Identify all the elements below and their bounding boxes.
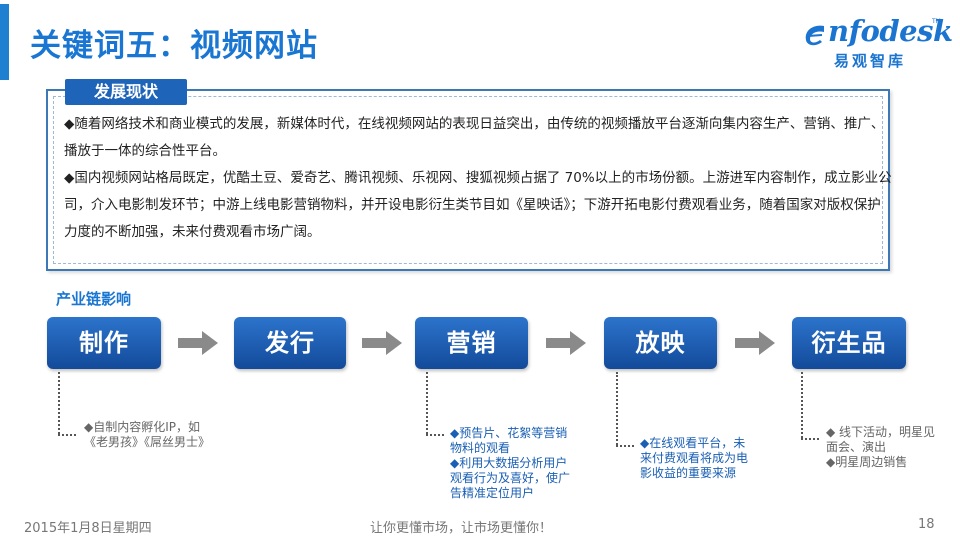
leader-line-derivatives-h (801, 438, 819, 440)
footer-slogan: 让你更懂市场，让市场更懂你！ (370, 521, 553, 536)
enfodesk-logo: nfodesk TM 易观智库 (800, 14, 953, 70)
note-derivatives-line-1: ◆ 线下活动，明星见 (826, 425, 936, 439)
leader-line-screening (616, 372, 618, 445)
leader-line-production-h (58, 434, 76, 436)
note-production: ◆自制内容孵化IP，如 《老男孩》《屌丝男士》 (84, 420, 210, 450)
arrow-right-icon (362, 331, 402, 355)
note-screening-line-1: ◆在线观看平台，未 (640, 436, 746, 450)
leader-line-marketing (426, 372, 428, 434)
arrow-right-icon (735, 331, 775, 355)
step-production: 制作 (47, 317, 161, 369)
note-production-line-2: 《老男孩》《屌丝男士》 (84, 435, 211, 449)
footer-page-number: 18 (918, 517, 935, 532)
footer-date: 2015年1月8日星期四 (24, 521, 152, 536)
note-marketing-line-4: 观看行为及喜好，使广 (450, 471, 571, 485)
leader-line-screening-h (616, 445, 634, 447)
logo-swoosh-icon (805, 25, 824, 46)
note-marketing-line-2: 物料的观看 (450, 441, 511, 455)
note-screening: ◆在线观看平台，未 来付费观看将成为电 影收益的重要来源 (640, 436, 748, 481)
note-marketing-line-5: 告精准定位用户 (450, 486, 535, 500)
leader-line-marketing-h (426, 434, 444, 436)
logo-trademark: TM (932, 18, 941, 25)
note-production-line-1: ◆自制内容孵化IP，如 (84, 420, 201, 434)
leader-line-derivatives (801, 372, 803, 438)
arrow-right-icon (178, 331, 218, 355)
note-derivatives-line-2: 面会、演出 (826, 440, 887, 454)
title-accent-bar (0, 4, 9, 80)
step-screening: 放映 (604, 317, 717, 369)
note-screening-line-2: 来付费观看将成为电 (640, 451, 749, 465)
status-panel-tag: 发展现状 (65, 79, 187, 105)
note-marketing-line-1: ◆预告片、花絮等营销 (450, 426, 568, 440)
chain-section-label: 产业链影响 (56, 290, 132, 308)
step-marketing: 营销 (415, 317, 528, 369)
status-paragraph-1: ◆随着网络技术和商业模式的发展，新媒体时代，在线视频网站的表现日益突出，由传统的… (64, 116, 885, 159)
status-panel (46, 89, 890, 271)
note-derivatives: ◆ 线下活动，明星见 面会、演出 ◆明星周边销售 (826, 425, 935, 470)
arrow-right-icon (546, 331, 586, 355)
note-screening-line-3: 影收益的重要来源 (640, 466, 737, 480)
leader-line-production (58, 372, 60, 434)
step-derivatives: 衍生品 (792, 317, 906, 369)
status-paragraph-2: ◆国内视频网站格局既定，优酷土豆、爱奇艺、腾讯视频、乐视网、搜狐视频占据了 70… (64, 170, 892, 240)
step-distribution: 发行 (234, 317, 346, 369)
logo-subtitle: 易观智库 (834, 52, 907, 70)
note-marketing: ◆预告片、花絮等营销 物料的观看 ◆利用大数据分析用户 观看行为及喜好，使广 告… (450, 426, 570, 501)
page-title: 关键词五：视频网站 (30, 28, 318, 64)
note-marketing-line-3: ◆利用大数据分析用户 (450, 456, 568, 470)
note-derivatives-line-3: ◆明星周边销售 (826, 455, 908, 469)
status-panel-text: ◆随着网络技术和商业模式的发展，新媒体时代，在线视频网站的表现日益突出，由传统的… (64, 111, 892, 246)
status-panel-inner-border (53, 96, 883, 264)
logo-wordmark: nfodesk (828, 14, 953, 48)
